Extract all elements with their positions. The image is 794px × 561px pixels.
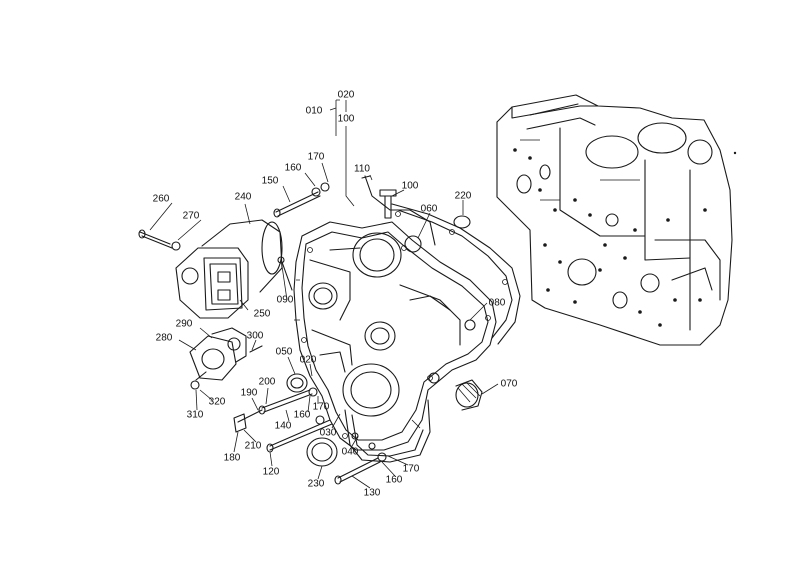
part-label-220: 220 <box>455 191 472 202</box>
part-label-170: 170 <box>403 464 420 475</box>
engine-block <box>496 94 737 346</box>
part-label-250: 250 <box>254 309 271 320</box>
part-label-080: 080 <box>489 298 506 309</box>
part-label-190: 190 <box>241 388 258 399</box>
part-label-170: 170 <box>313 402 330 413</box>
part-label-010: 010 <box>306 106 323 117</box>
part-label-030: 030 <box>320 428 337 439</box>
part-label-240: 240 <box>235 192 252 203</box>
part-label-110: 110 <box>354 164 370 175</box>
part-label-090: 090 <box>277 295 294 306</box>
fasteners <box>138 175 436 485</box>
part-label-290: 290 <box>176 319 193 330</box>
part-label-210: 210 <box>245 441 262 452</box>
part-label-140: 140 <box>275 421 292 432</box>
part-label-120: 120 <box>263 467 280 478</box>
gear-case-gasket <box>391 203 521 345</box>
part-label-160: 160 <box>386 475 403 486</box>
part-label-180: 180 <box>224 453 241 464</box>
part-label-160: 160 <box>294 410 311 421</box>
seals <box>286 235 483 467</box>
part-label-070: 070 <box>501 379 518 390</box>
part-label-230: 230 <box>308 479 325 490</box>
cover-plate <box>189 327 247 381</box>
gear-case <box>293 221 497 463</box>
part-label-050: 050 <box>276 347 293 358</box>
part-label-130: 130 <box>364 488 381 499</box>
part-label-300: 300 <box>247 331 264 342</box>
part-label-040: 040 <box>342 447 359 458</box>
part-label-170: 170 <box>308 152 325 163</box>
part-label-100: 100 <box>402 181 419 192</box>
part-label-320: 320 <box>209 397 226 408</box>
part-label-270: 270 <box>183 211 200 222</box>
part-label-310: 310 <box>187 410 204 421</box>
part-label-260: 260 <box>153 194 170 205</box>
part-label-150: 150 <box>262 176 279 187</box>
part-label-100: 100 <box>338 114 355 125</box>
part-label-280: 280 <box>156 333 173 344</box>
part-label-200: 200 <box>259 377 276 388</box>
part-label-020: 020 <box>338 90 355 101</box>
leader-lines <box>149 99 499 489</box>
part-label-020: 020 <box>300 355 317 366</box>
part-label-060: 060 <box>421 204 438 215</box>
part-label-160: 160 <box>285 163 302 174</box>
oil-filter-assembly <box>175 219 283 319</box>
